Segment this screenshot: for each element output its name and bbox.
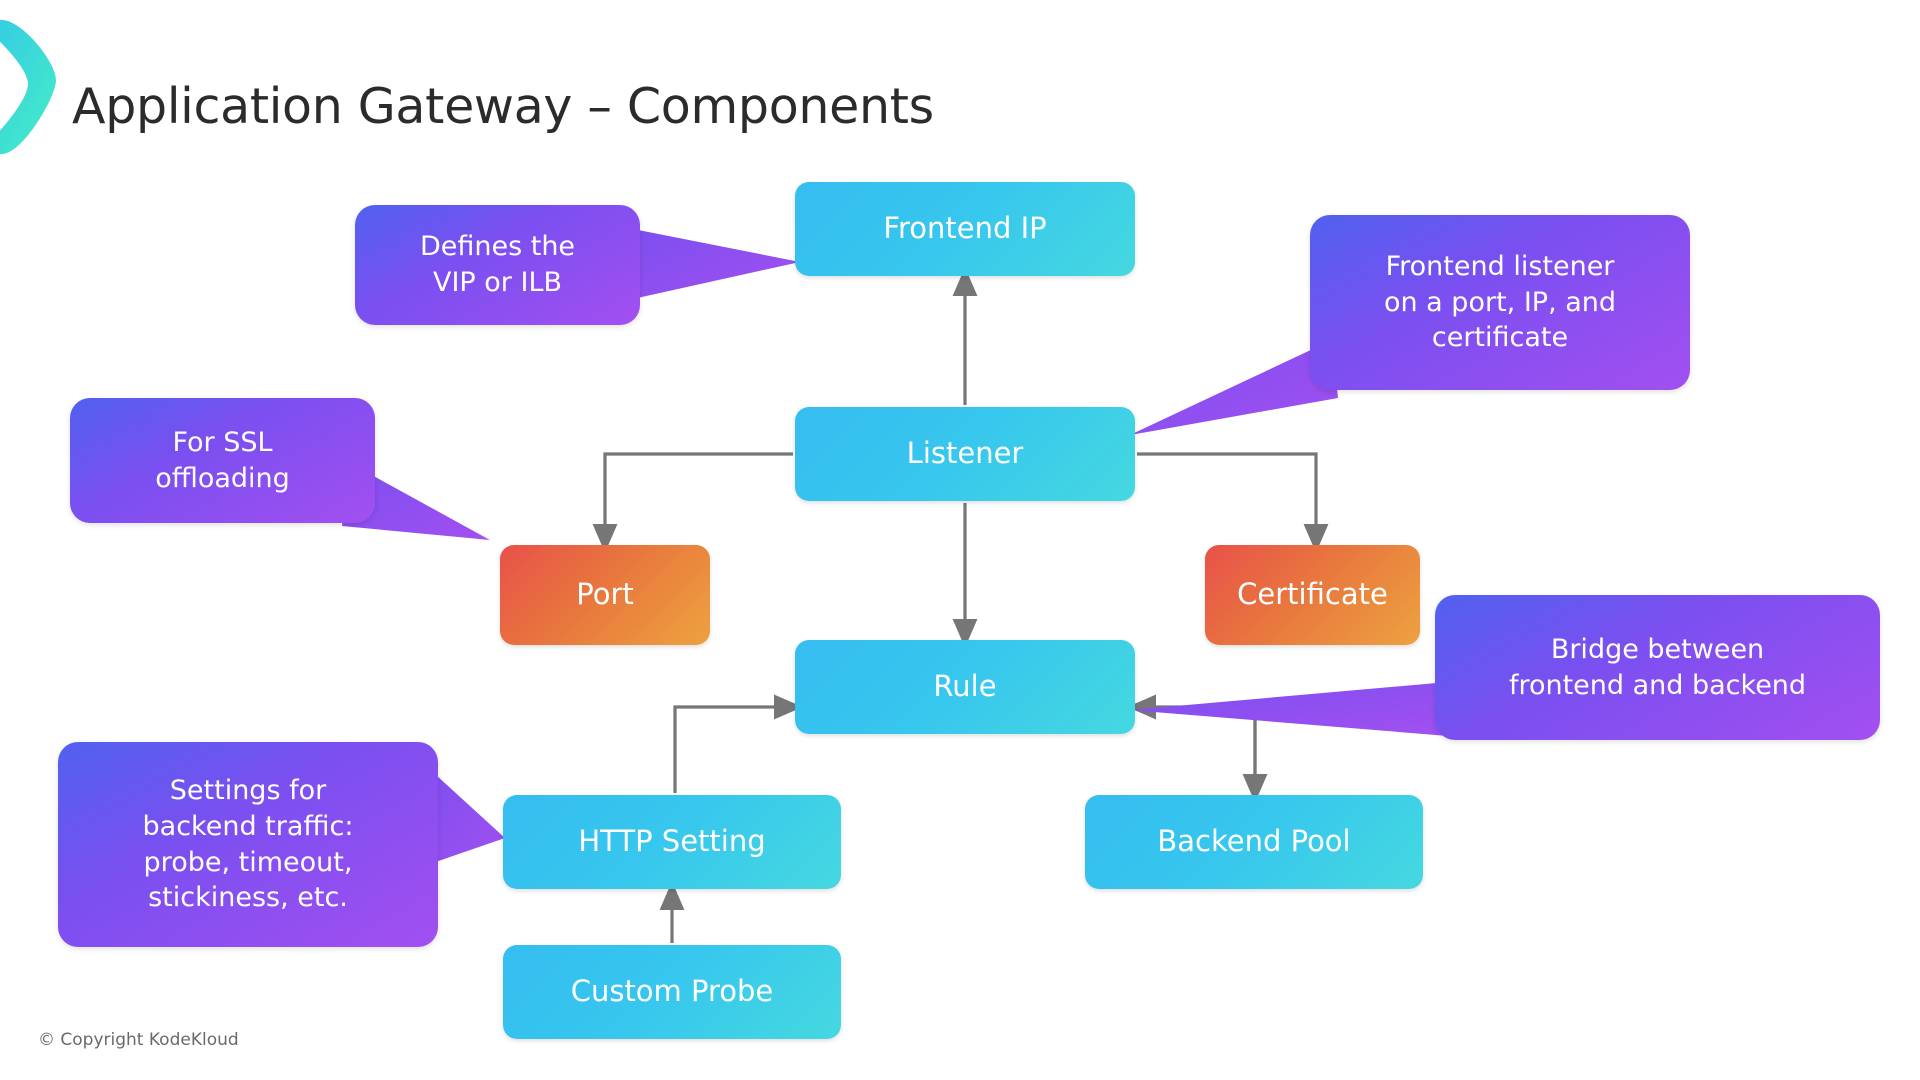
- node-rule[interactable]: Rule: [795, 640, 1135, 734]
- node-port[interactable]: Port: [500, 545, 710, 645]
- node-label: HTTP Setting: [578, 824, 766, 859]
- node-frontend-ip[interactable]: Frontend IP: [795, 182, 1135, 276]
- page-title: Application Gateway – Components: [72, 78, 934, 135]
- callout-bridge-frontend-backend: Bridge between frontend and backend: [1435, 595, 1880, 740]
- node-label: Frontend IP: [883, 211, 1047, 246]
- callout-line: Frontend listener: [1385, 251, 1615, 283]
- callout-line: backend traffic:: [142, 810, 354, 842]
- tail-frontend-listener: [1130, 340, 1338, 435]
- connector-listener-port: [592, 452, 793, 553]
- callout-defines-vip: Defines the VIP or ILB: [355, 205, 640, 325]
- node-label: Rule: [933, 669, 997, 704]
- callout-ssl-offloading: For SSL offloading: [70, 398, 375, 523]
- callout-line: For SSL: [172, 426, 273, 458]
- node-backend-pool[interactable]: Backend Pool: [1085, 795, 1423, 889]
- tail-defines-vip: [628, 228, 800, 300]
- node-label: Backend Pool: [1157, 824, 1351, 859]
- connector-listener-certificate: [1137, 452, 1329, 553]
- callout-line: frontend and backend: [1508, 669, 1807, 701]
- tail-bridge: [1130, 682, 1448, 736]
- connector-backend-pool-rule: [1127, 694, 1257, 793]
- node-certificate[interactable]: Certificate: [1205, 545, 1420, 645]
- callout-line: Settings for: [169, 775, 327, 807]
- callout-line: on a port, IP, and: [1383, 286, 1617, 318]
- node-label: Certificate: [1237, 577, 1388, 612]
- node-listener[interactable]: Listener: [795, 407, 1135, 501]
- callout-line: stickiness, etc.: [148, 882, 348, 914]
- node-label: Custom Probe: [570, 974, 774, 1009]
- callout-line: certificate: [1431, 322, 1569, 354]
- copyright-text: © Copyright KodeKloud: [38, 1030, 239, 1050]
- node-custom-probe[interactable]: Custom Probe: [503, 945, 841, 1039]
- callout-line: VIP or ILB: [432, 267, 563, 298]
- node-label: Listener: [906, 436, 1024, 471]
- callout-frontend-listener: Frontend listener on a port, IP, and cer…: [1310, 215, 1690, 390]
- node-label: Port: [576, 577, 634, 612]
- node-http-setting[interactable]: HTTP Setting: [503, 795, 841, 889]
- callout-line: offloading: [155, 462, 290, 494]
- callout-line: Defines the: [419, 231, 576, 263]
- callout-line: Bridge between: [1550, 633, 1765, 665]
- connector-http-setting-rule: [673, 694, 803, 793]
- callout-line: probe, timeout,: [143, 846, 353, 878]
- callout-backend-settings: Settings for backend traffic: probe, tim…: [58, 742, 438, 947]
- chevron-logo-icon: [0, 20, 56, 154]
